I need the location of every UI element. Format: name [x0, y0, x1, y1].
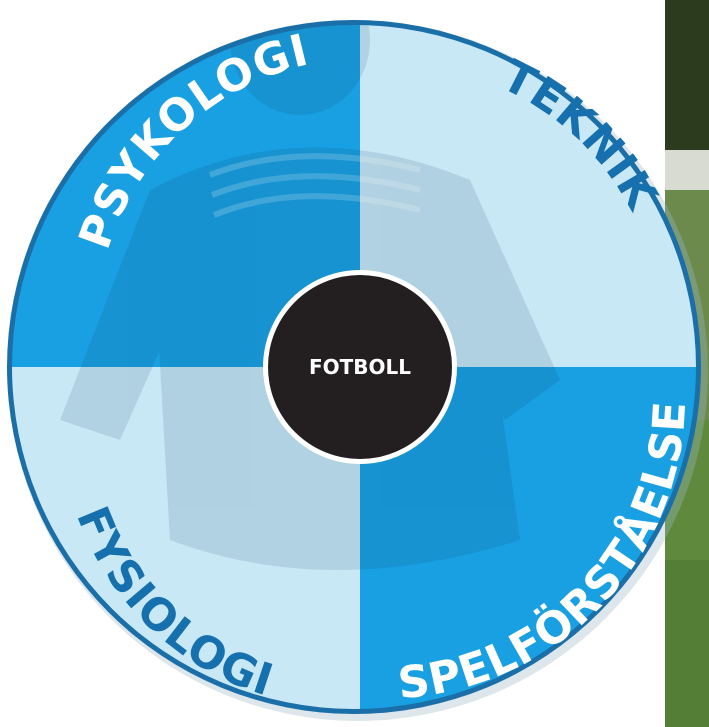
- photo-grass-shade: [665, 560, 709, 727]
- jersey-stripe: [212, 193, 421, 218]
- center-hub: [268, 275, 452, 459]
- silhouette-arm-right: [430, 180, 560, 420]
- jersey-stripe: [210, 173, 421, 198]
- silhouette-arm-left: [60, 190, 200, 440]
- photo-dark-foliage: [665, 0, 709, 150]
- center-label: FOTBOLL: [309, 355, 411, 379]
- jersey-stripes: [208, 153, 421, 218]
- silhouette-head: [230, 25, 370, 115]
- photo-light-band: [665, 150, 709, 190]
- background-photo: [665, 0, 709, 727]
- jersey-stripe: [208, 153, 421, 178]
